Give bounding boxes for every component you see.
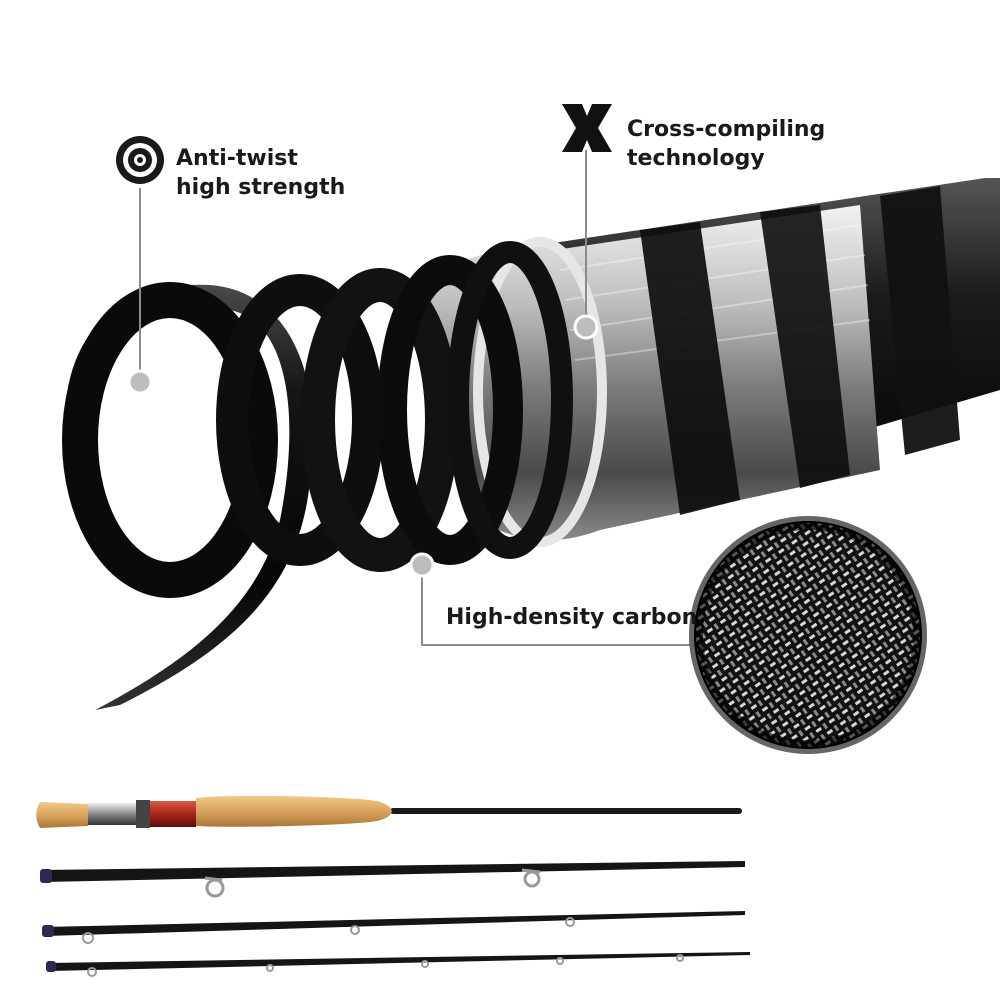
feature-cross-compiling-line2: technology	[627, 146, 765, 171]
feature-anti-twist-line2: high strength	[176, 175, 346, 200]
callouts	[127, 150, 690, 646]
rod-section-butt	[36, 795, 742, 828]
wrap-band-1	[640, 222, 740, 515]
x-icon	[562, 104, 612, 152]
spiral-ribbons	[62, 241, 573, 710]
target-icon	[116, 136, 164, 184]
feature-cross-compiling-line1: Cross-compiling	[627, 117, 826, 142]
wrap-band-3	[880, 186, 960, 455]
wrap-band-2	[760, 205, 850, 488]
core-end-cap	[473, 237, 607, 547]
feature-anti-twist-line1: Anti-twist	[176, 146, 298, 171]
rod-blank-cutaway	[62, 178, 1000, 710]
feature-high-density-carbon: High-density carbon	[446, 605, 698, 630]
callout-marker-anti-twist	[127, 369, 153, 395]
callout-marker-cross-compiling	[573, 314, 599, 340]
feature-cross-compiling: Cross-compiling technology	[627, 115, 825, 173]
rod-section-2	[40, 861, 746, 898]
callout-marker-carbon	[409, 552, 435, 578]
feature-anti-twist: Anti-twist high strength	[176, 144, 345, 202]
rod-section-3	[42, 911, 746, 944]
fly-rod-sections	[36, 795, 751, 977]
rod-section-tip	[46, 952, 751, 977]
carbon-weave-closeup	[689, 516, 927, 754]
